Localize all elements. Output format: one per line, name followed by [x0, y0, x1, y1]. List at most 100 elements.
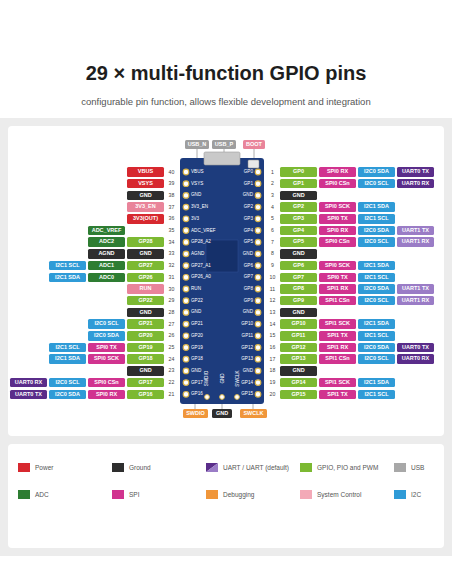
pin-tag: GP19 [127, 343, 164, 353]
pin-tag: SPI1 SCK [319, 319, 356, 329]
board-pin-name: GND [191, 192, 201, 198]
pin-pad [183, 216, 189, 222]
legend-label: I2C [411, 491, 421, 499]
pin-function: UART1 RX [402, 298, 430, 304]
pin-function: SPI0 CSn [325, 181, 349, 187]
board-pin-name: GP27_A1 [191, 263, 211, 269]
uart-swatch-light [206, 463, 218, 472]
pin-tag: SPI0 SCK [319, 261, 356, 271]
pin-tag: GND [280, 308, 317, 318]
board-pin-name: AGND [191, 251, 204, 257]
board-pin-name: GP16 [191, 391, 203, 397]
pin-tag: I2C1 SCL [358, 331, 395, 341]
pin-function: GP26 [138, 275, 152, 281]
pin-function: GND [139, 310, 151, 316]
board-pin-name: GP8 [244, 286, 253, 292]
pin-pad [255, 228, 261, 234]
board-pin-name: GP1 [244, 181, 253, 187]
pin-function: GP3 [293, 216, 304, 222]
pin-pad [183, 263, 189, 269]
pin-tag: GP4 [280, 226, 317, 236]
pin-pad [255, 380, 261, 386]
pin-number: 36 [165, 215, 178, 222]
board-pin-name: GP17 [191, 380, 203, 386]
pin-tag: SPI0 RX [319, 167, 356, 177]
uart-swatch [206, 463, 218, 472]
pin-tag: I2C1 SDA [358, 202, 395, 212]
pin-function: UART0 TX [402, 169, 429, 175]
pin-tag: GND [127, 366, 164, 376]
pin-pad [183, 181, 189, 187]
pin-pad [255, 356, 261, 362]
pin-function: SPI0 SCK [94, 356, 119, 362]
board-pin-name: VSYS [191, 181, 203, 187]
pin-tag: UART1 TX [397, 226, 434, 236]
pin-number: 26 [165, 332, 178, 339]
board-pin-name: GP0 [244, 169, 253, 175]
pin-tag: SPI0 CSn [319, 179, 356, 189]
board-pin-name: GP5 [244, 239, 253, 245]
pin-function: GP18 [138, 356, 152, 362]
pin-function: RUN [140, 286, 152, 292]
pin-number: 22 [165, 379, 178, 386]
pin-tag: UART1 RX [397, 296, 434, 306]
uart-swatch-dark [206, 463, 218, 472]
pin-pad [183, 392, 189, 398]
pin-tag: UART0 TX [397, 167, 434, 177]
pin-tag: GP27 [127, 261, 164, 271]
board-pin-name: GP15 [241, 391, 253, 397]
pin-tag: GND [280, 191, 317, 201]
frame-band [0, 118, 452, 556]
legend-label: System Control [317, 491, 361, 499]
pin-function: GND [139, 193, 151, 199]
pin-function: SPI0 RX [96, 392, 117, 398]
pin-tag: GP3 [280, 214, 317, 224]
pin-pad [183, 310, 189, 316]
pin-pad [255, 169, 261, 175]
pin-pad [183, 193, 189, 199]
board-pin-name: 3V3 [191, 216, 199, 222]
pin-function: GP21 [138, 321, 152, 327]
title: 29 × multi-function GPIO pins [0, 62, 452, 85]
pin-number: 8 [266, 250, 279, 257]
pin-tag: I2C0 SCL [358, 237, 395, 247]
pin-pad [255, 181, 261, 187]
pin-tag: AGND [88, 249, 125, 259]
board-pin-name: GP3 [244, 216, 253, 222]
pin-function: SPI0 CSn [94, 380, 118, 386]
board-pin-name: GP12 [241, 345, 253, 351]
boot-button [248, 160, 259, 168]
board-pin-name: ADC_VREF [191, 228, 216, 234]
pin-pad [183, 286, 189, 292]
pin-function: GP16 [138, 392, 152, 398]
board-debug-name: SWCLK [235, 370, 240, 386]
pin-function: SPI1 TX [327, 392, 347, 398]
pin-pad [183, 321, 189, 327]
legend-swatch [394, 463, 406, 472]
pin-tag: I2C0 SCL [358, 179, 395, 189]
pin-pad [255, 216, 261, 222]
pin-function: I2C0 SCL [364, 298, 388, 304]
pin-function: GP5 [293, 239, 304, 245]
pin-function: UART0 RX [402, 356, 430, 362]
pin-tag: GND [212, 409, 232, 419]
pin-function: SPI1 CSn [325, 298, 349, 304]
pin-function: 3V3_EN [135, 204, 156, 210]
pin-tag: GP1 [280, 179, 317, 189]
pin-tag: UART0 RX [10, 378, 47, 388]
pin-pad [183, 239, 189, 245]
pin-number: 9 [266, 262, 279, 269]
pin-function: GND [139, 368, 151, 374]
pin-function: GP7 [293, 275, 304, 281]
pin-pad [183, 204, 189, 210]
pinout-card [8, 126, 444, 436]
board-pin-name: GND [243, 368, 253, 374]
pin-function: ADC2 [99, 239, 114, 245]
pin-function: I2C0 SCL [364, 239, 388, 245]
pin-function: GP14 [291, 380, 305, 386]
pin-function: I2C0 SDA [364, 169, 389, 175]
pin-function: I2C0 SDA [94, 333, 119, 339]
pin-tag: GP26 [127, 273, 164, 283]
leader-line [197, 149, 198, 158]
pin-number: 19 [266, 379, 279, 386]
